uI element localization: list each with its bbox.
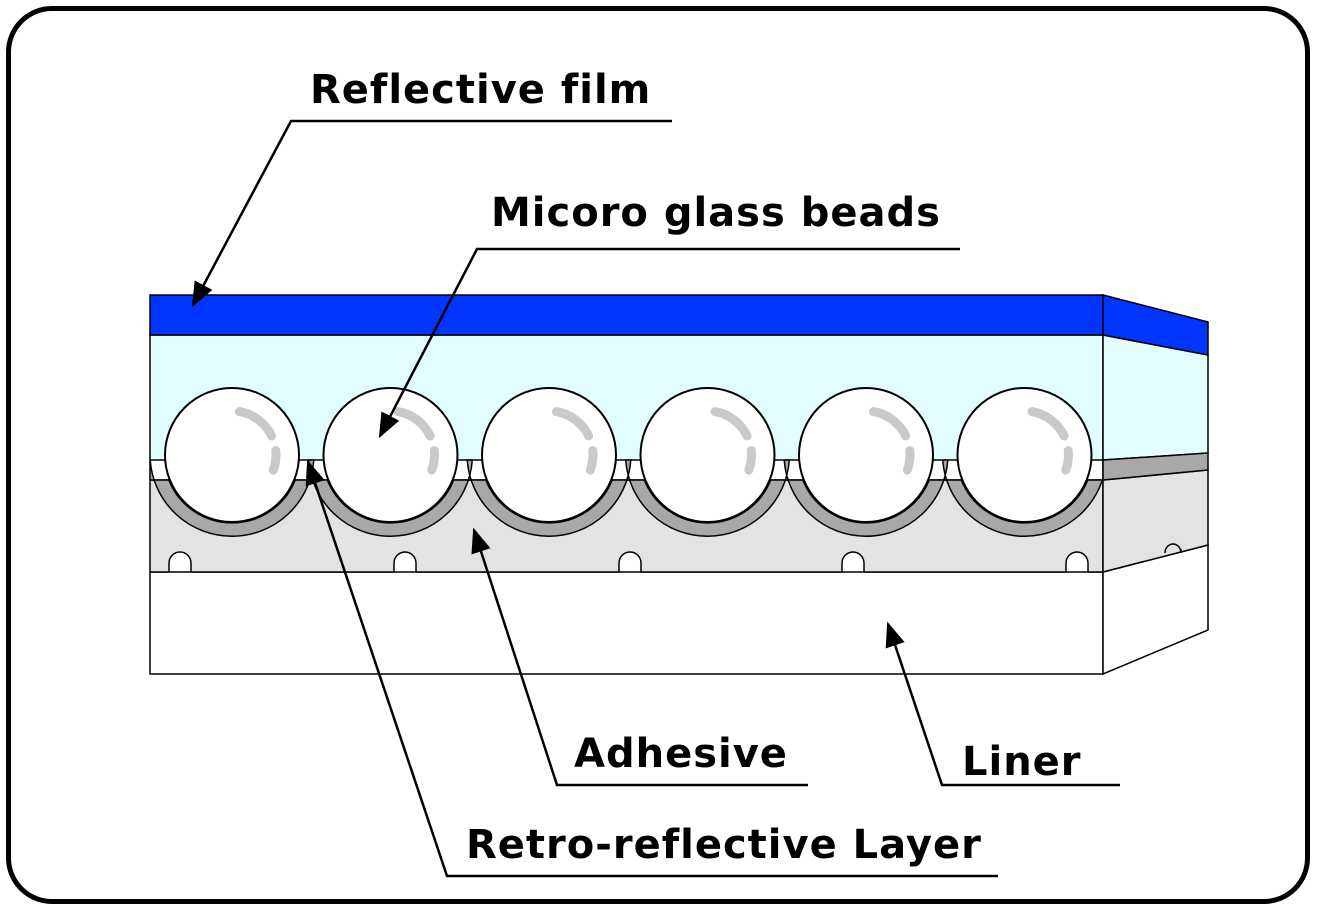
retro-layer-label: Retro-reflective Layer bbox=[466, 822, 982, 868]
glass-beads-leader bbox=[378, 247, 960, 439]
glass-bead bbox=[481, 387, 617, 523]
reflective-film-leader bbox=[191, 119, 672, 308]
liner-label: Liner bbox=[962, 739, 1082, 785]
glass-beads-label: Micoro glass beads bbox=[491, 190, 941, 236]
reflective-film-layer bbox=[149, 294, 1209, 356]
adhesive-label: Adhesive bbox=[574, 731, 788, 777]
liner-leader bbox=[885, 621, 1120, 787]
reflective-film-label: Reflective film bbox=[310, 67, 651, 113]
glass-bead bbox=[798, 387, 934, 523]
adhesive-leader bbox=[471, 527, 808, 787]
glass-bead bbox=[322, 387, 459, 523]
glass-bead bbox=[956, 387, 1093, 523]
transparent-layer bbox=[149, 334, 1209, 461]
glass-bead bbox=[639, 387, 776, 523]
glass-beads bbox=[164, 387, 1093, 523]
retro-layer-leader bbox=[305, 459, 998, 878]
glass-bead bbox=[164, 387, 300, 523]
liner-layer bbox=[149, 544, 1209, 676]
leader-lines bbox=[191, 119, 1120, 878]
